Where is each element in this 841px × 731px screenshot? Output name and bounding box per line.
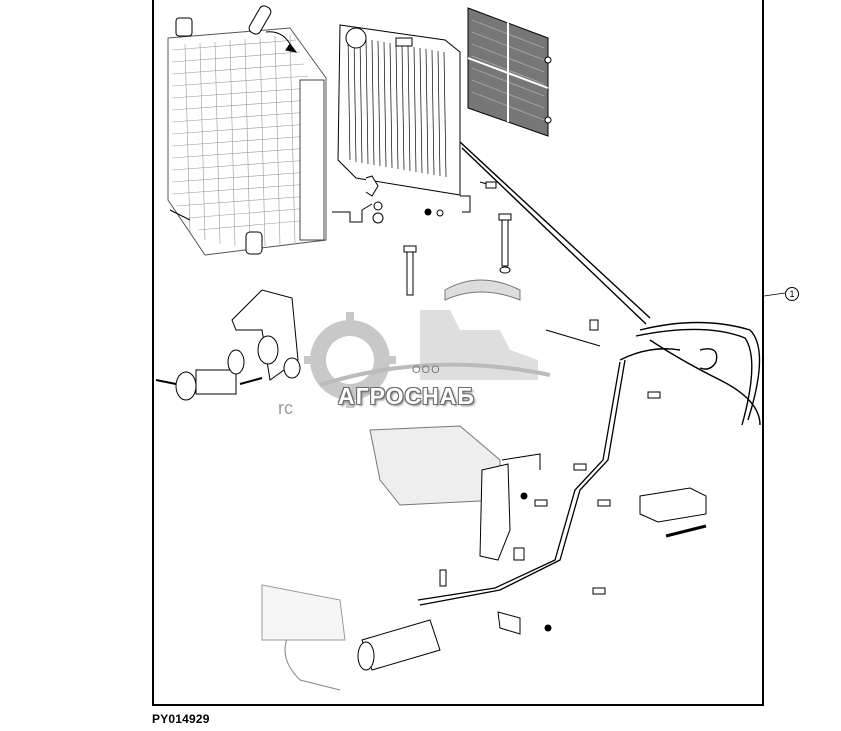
condenser-brackets [332, 175, 497, 224]
fasteners [439, 319, 661, 635]
figure-id: PY014929 [152, 712, 210, 726]
diagram-frame [152, 0, 764, 706]
ac-condenser [337, 24, 461, 196]
long-bolts [403, 213, 512, 296]
watermark-logo [304, 310, 551, 408]
callout-1: 1 [785, 287, 799, 301]
watermark-company-name: АГРОСНАБ [338, 383, 475, 409]
radiator [167, 17, 327, 256]
sheet-metal-cover [639, 487, 707, 538]
mounting-bracket [479, 453, 541, 561]
condenser-screen [467, 7, 552, 137]
callout-leader [763, 292, 786, 297]
connector-tube [248, 5, 298, 53]
receiver-drier [261, 584, 441, 691]
watermark-fragment: rc [278, 398, 293, 418]
drive-shaft-assembly [155, 289, 301, 401]
refrigerant-hose-bundle [459, 141, 761, 426]
lower-hoses [417, 359, 626, 606]
watermark-company-prefix: ООО [412, 364, 441, 376]
